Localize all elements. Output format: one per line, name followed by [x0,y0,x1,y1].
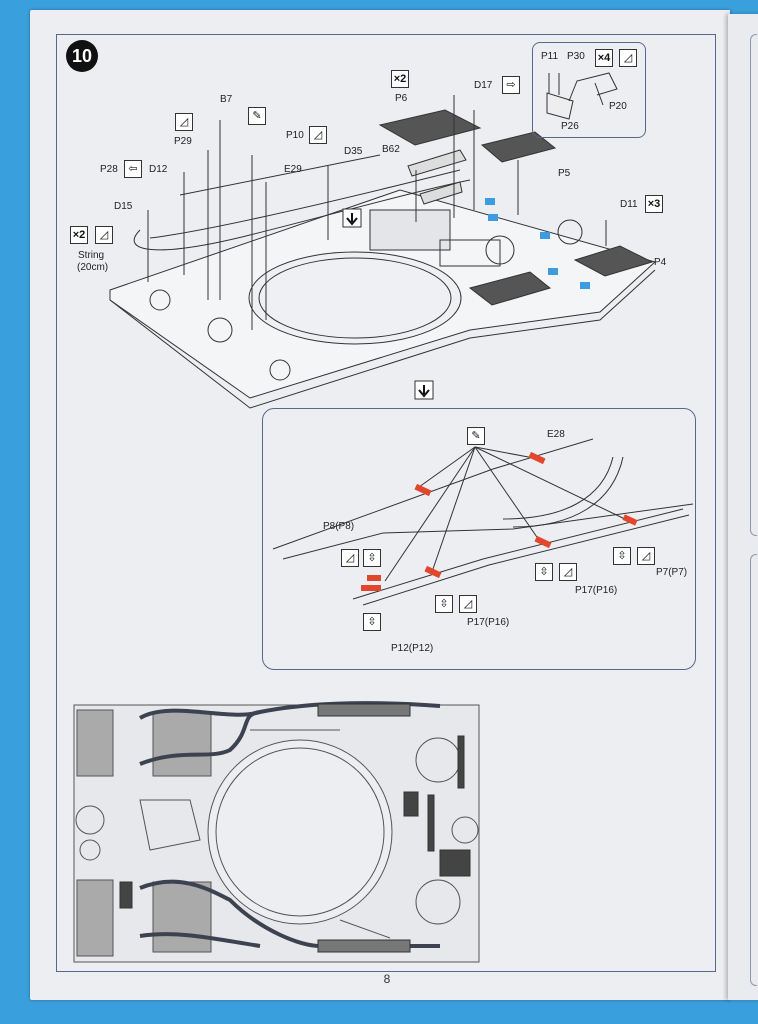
label-b62: B62 [382,144,400,155]
label-p20: P20 [609,101,627,112]
flip-icon: ⇳ [363,613,381,631]
flip-icon: ⇳ [435,595,453,613]
glue-icon: ◿ [559,563,577,581]
label-d17: D17 [474,80,493,91]
glue-icon: ◿ [637,547,655,565]
page-number: 8 [383,972,391,986]
label-string: String [78,250,105,261]
glue-icon: ◿ [175,113,193,131]
quantity-badge: ×2 [70,226,88,244]
glue-icon: ◿ [619,49,637,67]
page-tab [750,34,757,536]
label-p30: P30 [567,51,585,62]
arrow-left-icon: ⇦ [124,160,142,178]
glue-icon: ◿ [95,226,113,244]
label-p8: P8(P8) [323,521,355,532]
label-p12: P12(P12) [391,643,434,654]
flip-icon: ⇳ [535,563,553,581]
label-d15: D15 [114,201,133,212]
label-e28: E28 [547,429,565,440]
paint-brush-icon: ✎ [467,427,485,445]
step-number: 10 [66,40,98,72]
detail-drawing [272,438,694,606]
label-b7: B7 [220,94,233,105]
label-p28: P28 [100,164,118,175]
quantity-badge: ×2 [391,70,409,88]
label-p29: P29 [174,136,192,147]
label-p17-left: P17(P16) [467,617,510,628]
label-p6: P6 [395,93,408,104]
flip-icon: ⇳ [613,547,631,565]
flip-icon: ⇳ [363,549,381,567]
quantity-badge: ×4 [595,49,613,67]
label-string-length: (20cm) [77,262,109,273]
paint-brush-icon: ✎ [248,107,266,125]
quantity-badge: ×3 [645,195,663,213]
inset-drawing [546,72,618,120]
glue-icon: ◿ [459,595,477,613]
label-d35: D35 [344,146,363,157]
label-p17-right: P17(P16) [575,585,618,596]
label-e29: E29 [284,164,302,175]
label-p10: P10 [286,130,304,141]
page-frame [56,34,716,972]
label-p26: P26 [561,121,579,132]
arrow-right-icon: ⇨ [502,76,520,94]
detail-callout: ✎ E28 P8(P8) ◿ ⇳ ⇳ ◿ P7(P7) ⇳ ◿ P17(P16)… [262,408,696,670]
next-page-edge [728,14,758,1000]
label-d12: D12 [149,164,168,175]
label-p5: P5 [558,168,571,179]
inset-subassembly: P11 P30 ×4 ◿ P20 P26 [532,42,646,138]
glue-icon: ◿ [309,126,327,144]
label-p11: P11 [541,51,559,62]
glue-icon: ◿ [341,549,359,567]
label-p7: P7(P7) [656,567,688,578]
page-tab [750,554,757,986]
label-d11: D11 [620,199,638,210]
label-p4: P4 [654,257,667,268]
